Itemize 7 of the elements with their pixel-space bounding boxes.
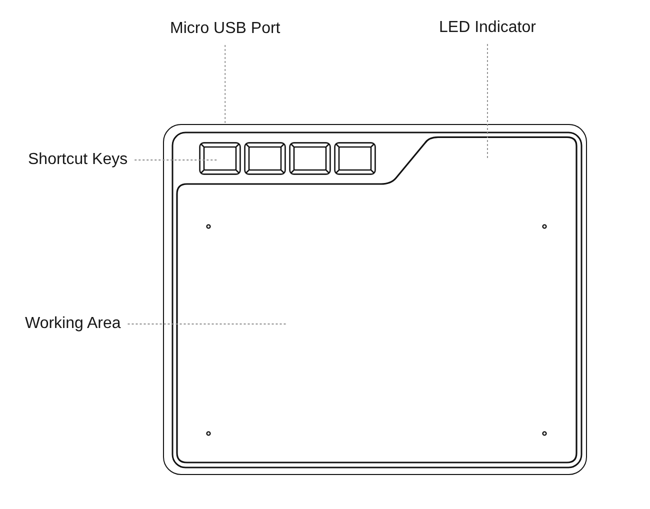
leader-line: [487, 44, 488, 159]
shortcut-key: [199, 142, 242, 176]
part-label: Working Area: [25, 315, 121, 333]
part-label: LED Indicator: [439, 19, 536, 37]
leader-line: [224, 44, 226, 124]
part-label: Shortcut Keys: [28, 151, 128, 169]
part-label: Micro USB Port: [170, 20, 280, 38]
